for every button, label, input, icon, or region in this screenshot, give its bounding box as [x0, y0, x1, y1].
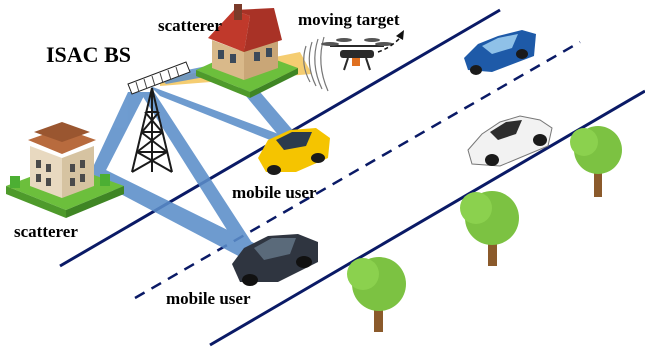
scatterer-house [196, 4, 298, 98]
bs-tower [131, 87, 173, 173]
dark-car [232, 234, 318, 286]
beam-to-dark-car [140, 92, 258, 260]
yellow-car [258, 128, 330, 175]
beam-to-building [87, 92, 146, 180]
white-truck [467, 115, 553, 167]
blue-car [464, 30, 536, 75]
scatterer-house-label: scatterer [158, 16, 222, 35]
mobile-user-yellow-label: mobile user [232, 183, 317, 202]
scatterer-building [6, 122, 124, 218]
road-centre-dashed [134, 40, 581, 300]
tree-middle [460, 191, 519, 266]
radar-waves [303, 36, 329, 92]
drone [321, 38, 393, 71]
isac-bs-label: ISAC BS [46, 42, 131, 67]
scatterer-building-label: scatterer [14, 222, 78, 241]
tree-right [570, 126, 622, 197]
beam-to-yellow-car [150, 86, 290, 148]
moving-target-label: moving target [298, 10, 400, 29]
beam-building-to-dark-car [94, 170, 254, 260]
bs-antenna-array [127, 61, 191, 95]
drone-trajectory-arrow [377, 37, 401, 53]
tree-bottom [347, 257, 406, 332]
communication-beams [87, 78, 296, 260]
mobile-user-dark-label: mobile user [166, 289, 251, 308]
drone-trajectory-arrowhead [396, 30, 404, 40]
road-edge-bottom [209, 89, 645, 347]
